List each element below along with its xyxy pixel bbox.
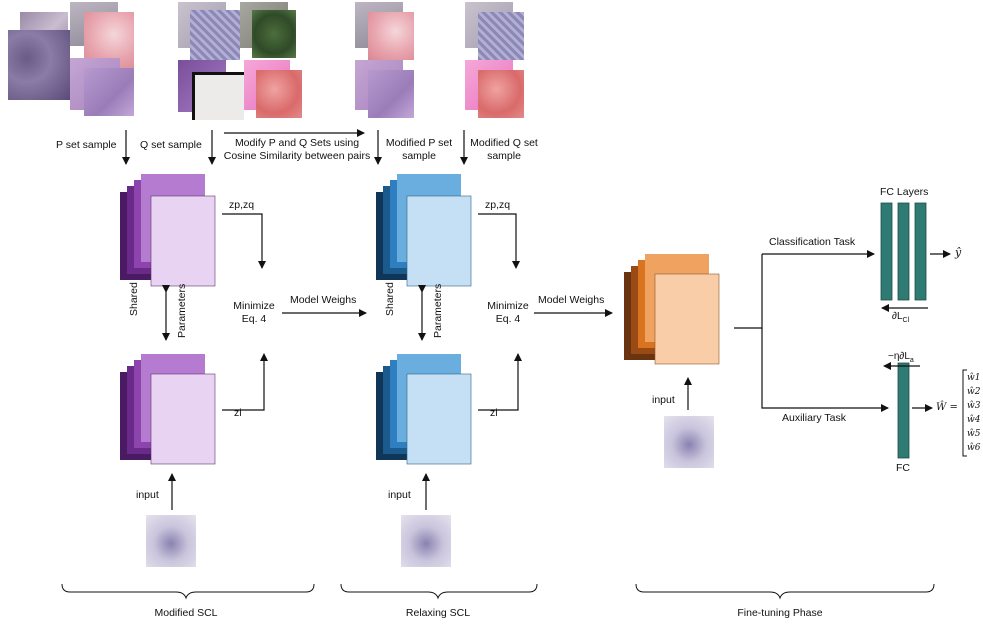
model-weighs-label-1: Model Weighs <box>290 294 357 306</box>
zpzq-label-1: zp,zq <box>229 199 255 211</box>
arrow-zpzq-purple <box>222 213 266 269</box>
w-matrix-entries: ŵ1 ŵ2 ŵ3 ŵ4 ŵ5 ŵ6 <box>967 371 980 455</box>
modify-line-1: Modify P and Q Sets using <box>234 137 360 149</box>
arrow-zi-purple <box>222 353 268 411</box>
fc-layer-1 <box>880 202 893 301</box>
fc-layer-2 <box>897 202 910 301</box>
shared-label-2: Shared <box>384 282 396 316</box>
grad-aux-text: −η∂L <box>888 351 910 362</box>
p-set-sample-label: P set sample <box>56 139 117 151</box>
section-relaxing-scl: Relaxing SCL <box>405 607 471 619</box>
purple-encoder-top <box>120 174 216 287</box>
w-entry: ŵ6 <box>967 443 981 453</box>
fc-layer-3 <box>914 202 927 301</box>
w-entry: ŵ4 <box>967 415 981 425</box>
orange-encoder <box>624 254 720 365</box>
minimize-line-1: Minimize <box>487 300 529 312</box>
classification-task-label: Classification Task <box>769 236 856 248</box>
brace-fine-tuning <box>635 583 935 600</box>
section-fine-tuning: Fine-tuning Phase <box>737 607 823 619</box>
arrow-auxiliary <box>761 328 889 412</box>
fc-layers-label: FC Layers <box>880 186 929 198</box>
y-hat-label: ŷ <box>955 246 962 259</box>
input-label-3: input <box>652 394 675 406</box>
minimize-label-2: Minimize Eq. 4 <box>480 300 536 326</box>
modify-line-2: Cosine Similarity between pairs <box>223 150 371 162</box>
input-histology-patch <box>146 515 196 567</box>
modified-q-label: Modified Q set sample <box>468 137 540 163</box>
histology-patch <box>256 70 302 118</box>
fc-label: FC <box>896 462 910 474</box>
w-hat-label: Ŵ = <box>936 402 958 413</box>
purple-encoder-bottom <box>120 354 216 465</box>
histology-patch <box>190 10 240 60</box>
zi-label-2: zi <box>490 407 498 419</box>
parameters-label-2: Parameters <box>432 283 444 338</box>
w-entry: ŵ1 <box>967 373 981 383</box>
auxiliary-task-label: Auxiliary Task <box>782 412 846 424</box>
histology-patch <box>192 72 244 120</box>
zpzq-label-2: zp,zq <box>485 199 511 211</box>
minimize-line-2: Eq. 4 <box>241 313 267 325</box>
minimize-line-1: Minimize <box>233 300 275 312</box>
parameters-label-1: Parameters <box>176 283 188 338</box>
brace-relaxing-scl <box>340 583 538 600</box>
blue-encoder-top <box>376 174 472 287</box>
arrow-zpzq-blue <box>478 213 520 269</box>
histology-patch <box>252 10 296 58</box>
q-set-sample-label: Q set sample <box>140 139 202 151</box>
histology-patch <box>478 70 524 118</box>
modified-q-line-2: sample <box>487 150 521 162</box>
shared-label-1: Shared <box>128 282 140 316</box>
input-label-1: input <box>136 489 159 501</box>
grad-cl-text: ∂L <box>892 311 903 322</box>
modify-sets-label: Modify P and Q Sets using Cosine Similar… <box>222 137 372 163</box>
minimize-line-2: Eq. 4 <box>495 313 521 325</box>
blue-encoder-bottom <box>376 354 472 465</box>
input-histology-patch <box>664 416 714 468</box>
histology-patch <box>478 12 524 60</box>
w-matrix-bracket <box>962 369 967 457</box>
branch-line <box>734 254 763 329</box>
arrow-zi-blue <box>478 353 522 411</box>
input-label-2: input <box>388 489 411 501</box>
grad-aux-label: −η∂La <box>888 350 914 367</box>
input-histology-patch <box>401 515 451 567</box>
histology-patch <box>84 68 134 116</box>
minimize-label-1: Minimize Eq. 4 <box>226 300 282 326</box>
histology-patch <box>368 70 414 118</box>
brace-modified-scl <box>61 583 315 600</box>
modified-p-label: Modified P set sample <box>384 137 454 163</box>
w-entry: ŵ3 <box>967 401 981 411</box>
fc-layer-aux <box>897 362 910 459</box>
zi-label-1: zi <box>234 407 242 419</box>
histology-patch <box>368 12 414 60</box>
grad-cl-label: ∂LCl <box>892 310 909 327</box>
section-modified-scl: Modified SCL <box>154 607 218 619</box>
grad-aux-sub: a <box>909 357 914 364</box>
modified-q-line-1: Modified Q set <box>470 137 538 149</box>
w-entry: ŵ2 <box>967 387 981 397</box>
model-weighs-label-2: Model Weighs <box>538 294 605 306</box>
modified-p-line-1: Modified P set <box>385 137 453 149</box>
modified-p-line-2: sample <box>402 150 436 162</box>
histology-patch <box>8 30 70 100</box>
w-entry: ŵ5 <box>967 429 981 439</box>
grad-cl-sub: Cl <box>902 317 910 324</box>
